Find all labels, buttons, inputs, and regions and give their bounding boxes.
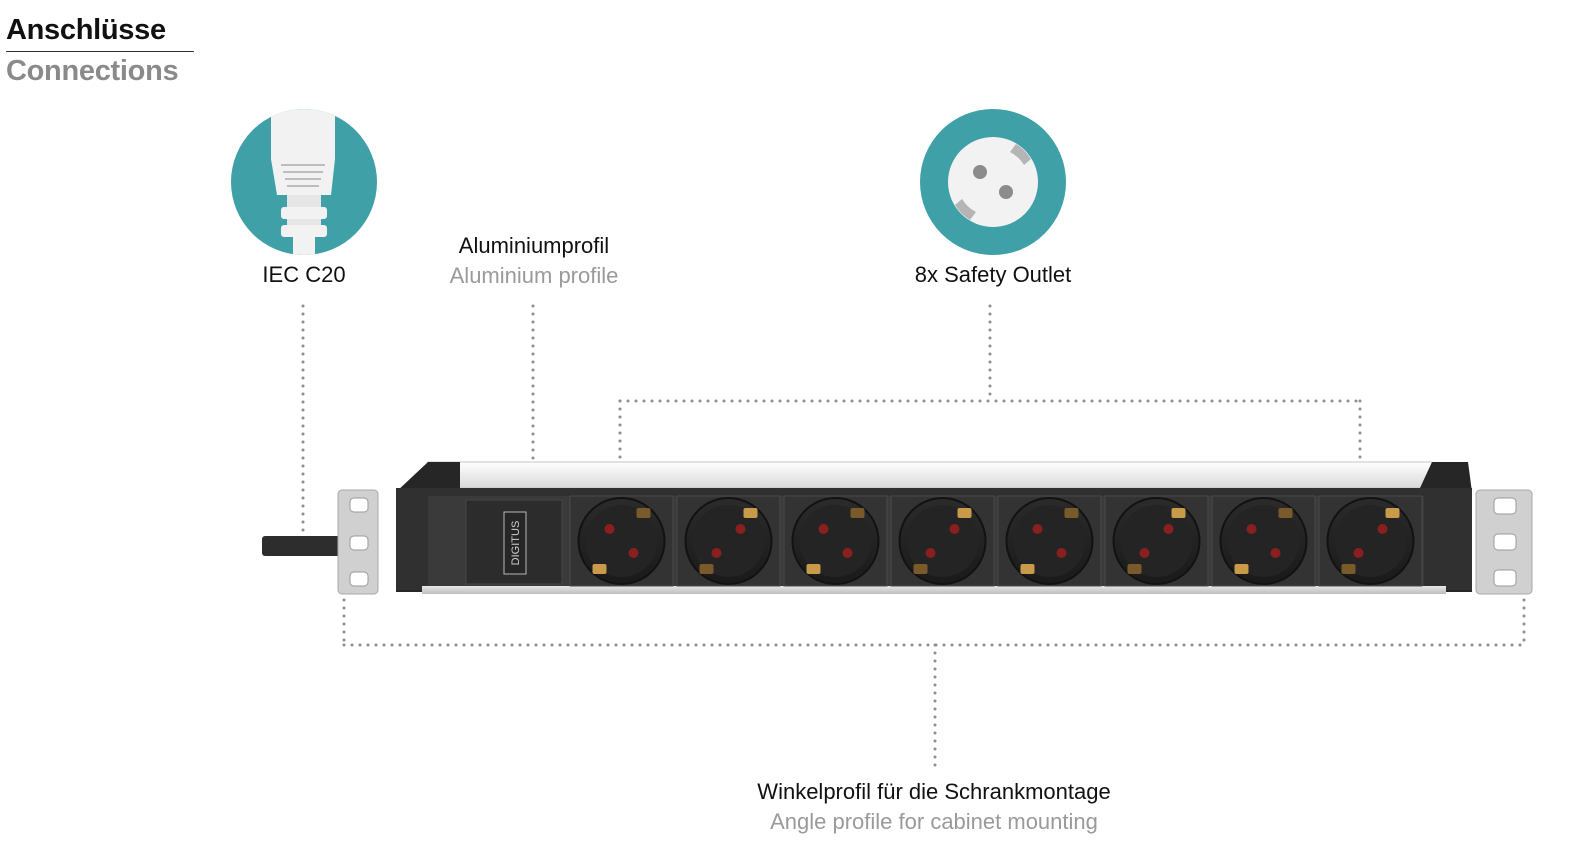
safety-outlet-socket bbox=[1104, 495, 1209, 587]
iec-c20-label: IEC C20 bbox=[262, 262, 346, 287]
schuko-outlet-icon bbox=[920, 109, 1066, 255]
safety-outlet-socket bbox=[676, 495, 781, 587]
brand-logo-text: DIGITUS bbox=[510, 521, 522, 566]
heading-underline bbox=[6, 51, 194, 52]
right-mounting-bracket bbox=[1475, 489, 1533, 595]
angle-profile-label-de: Winkelprofil für die Schrankmontage bbox=[757, 779, 1111, 804]
heading-german: Anschlüsse bbox=[6, 14, 166, 46]
safety-outlet-socket bbox=[1211, 495, 1316, 587]
left-mounting-bracket bbox=[337, 489, 379, 595]
iec-c20-plug-icon bbox=[231, 109, 377, 255]
aluminium-profile-label-en: Aluminium profile bbox=[449, 263, 619, 288]
heading-english: Connections bbox=[6, 55, 179, 87]
aluminium-profile-label-de: Aluminiumprofil bbox=[458, 233, 610, 258]
safety-outlet-socket bbox=[569, 495, 674, 587]
safety-outlet-socket bbox=[890, 495, 995, 587]
angle-profile-label-en: Angle profile for cabinet mounting bbox=[770, 809, 1098, 834]
safety-outlet-socket bbox=[997, 495, 1102, 587]
safety-outlet-socket bbox=[783, 495, 888, 587]
safety-outlet-label: 8x Safety Outlet bbox=[914, 262, 1072, 287]
safety-outlet-socket bbox=[1318, 495, 1423, 587]
